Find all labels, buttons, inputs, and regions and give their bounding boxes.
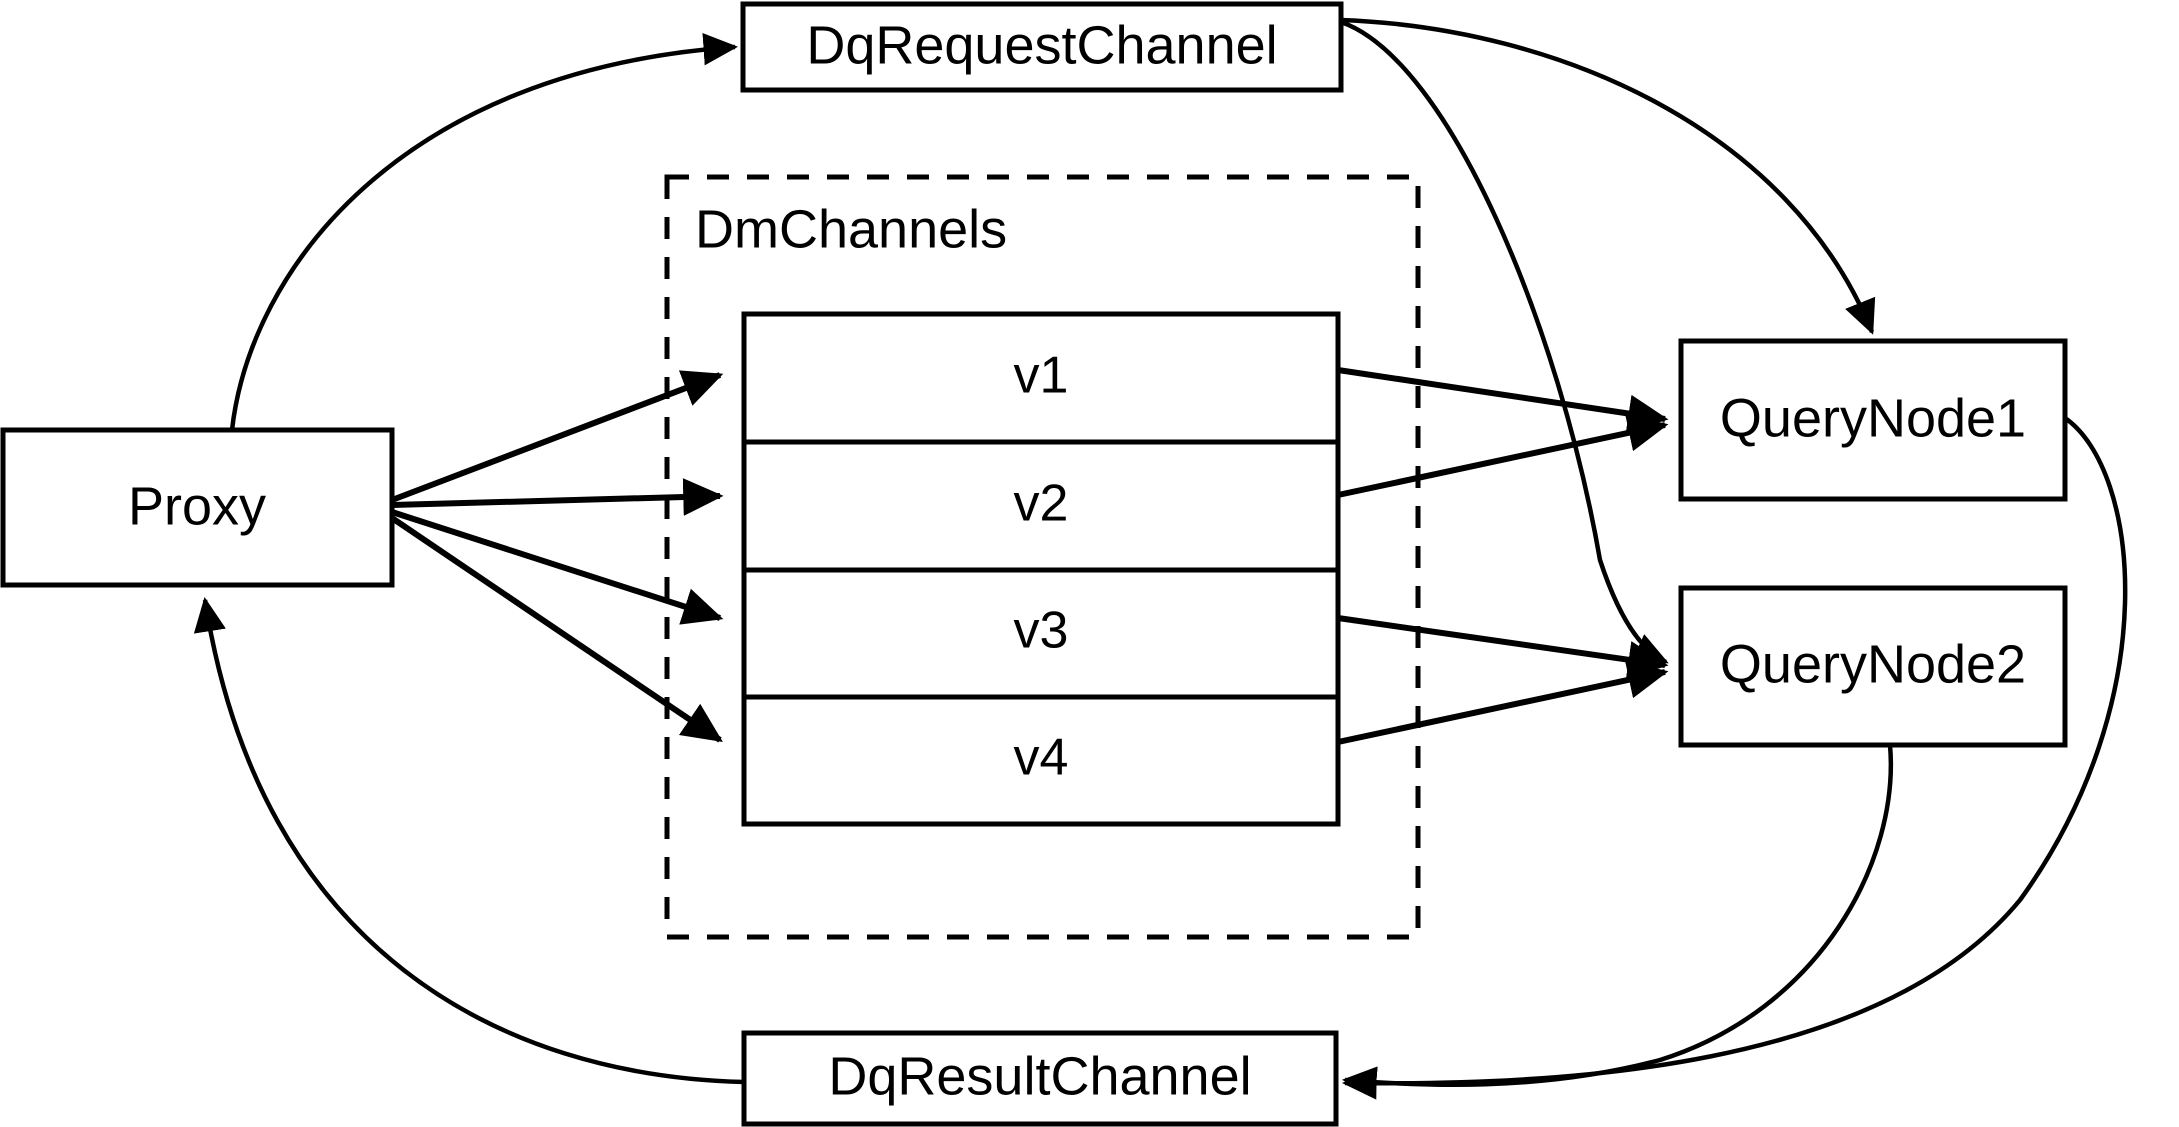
edge-dqrequestchannel-to-querynode2 — [1340, 19, 1669, 665]
node-querynode2-label: QueryNode2 — [1720, 634, 2026, 694]
node-dqresultchannel[interactable] — [741, 1030, 1339, 1127]
edge-dqrequestchannel-to-querynode1 — [1340, 17, 1876, 335]
edge-proxy-to-v1 — [390, 370, 724, 503]
node-dqresultchannel-label: DqResultChannel — [828, 1046, 1251, 1106]
table-row: v4 — [1014, 729, 1069, 787]
edge-proxy-to-v4 — [390, 515, 723, 743]
table-row: v2 — [1014, 475, 1069, 533]
node-querynode2[interactable] — [1678, 585, 2068, 748]
table-row: v1 — [1014, 347, 1069, 405]
dmchannels-group-box — [664, 174, 1421, 940]
edge-proxy-to-v2 — [391, 478, 724, 516]
edge-dqresultchannel-to-proxy — [193, 597, 745, 1085]
edge-querynode2-to-dqresultchannel — [1342, 744, 1894, 1099]
node-querynode1-label: QueryNode1 — [1720, 388, 2026, 448]
edge-v2-to-querynode1 — [1337, 414, 1669, 498]
dmchannels-group-label: DmChannels — [695, 199, 1007, 259]
edge-v4-to-querynode2 — [1337, 661, 1669, 745]
edge-v3-to-querynode2 — [1337, 615, 1669, 679]
node-dqrequestchannel[interactable] — [740, 1, 1344, 93]
edge-proxy-to-v3 — [391, 509, 724, 625]
edge-proxy-to-dqrequestchannel — [229, 33, 738, 431]
node-dqrequestchannel-label: DqRequestChannel — [806, 15, 1277, 75]
node-querynode1[interactable] — [1678, 338, 2068, 502]
node-proxy[interactable] — [0, 427, 395, 588]
table-row: v3 — [1014, 602, 1069, 660]
edge-querynode1-to-dqresultchannel — [1342, 416, 2128, 1100]
node-proxy-label: Proxy — [128, 476, 266, 536]
edge-v1-to-querynode1 — [1337, 367, 1669, 433]
